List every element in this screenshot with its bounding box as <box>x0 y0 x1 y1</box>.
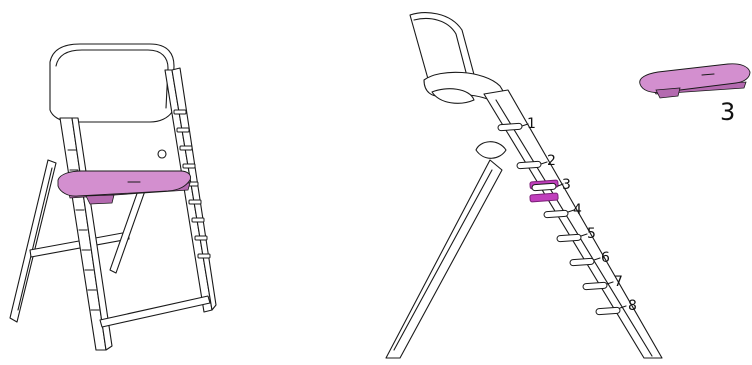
chair-side-profile: 1 2 3 4 5 6 7 8 <box>386 13 662 358</box>
seat-plate-callout: 3 <box>640 64 750 126</box>
position-label-8: 8 <box>628 298 637 314</box>
position-label-3: 3 <box>562 177 571 193</box>
ladder-slots <box>498 123 620 315</box>
callout-position-label: 3 <box>720 98 735 126</box>
position-label-1: 1 <box>527 116 536 132</box>
position-label-7: 7 <box>614 274 623 290</box>
position-label-5: 5 <box>587 226 596 242</box>
chair-perspective-illustration <box>10 44 216 350</box>
position-label-6: 6 <box>601 250 610 266</box>
position-label-4: 4 <box>573 202 582 218</box>
position-label-2: 2 <box>547 153 556 169</box>
